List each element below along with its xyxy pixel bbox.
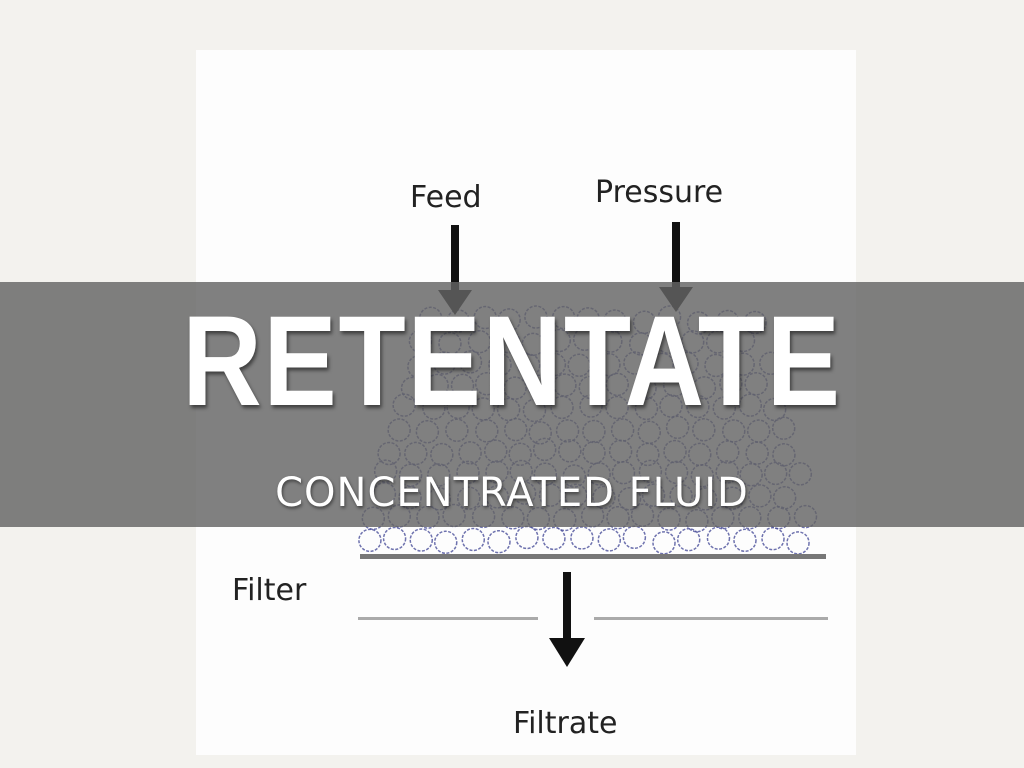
particle	[570, 526, 594, 550]
particle	[382, 526, 407, 551]
particle	[733, 528, 757, 553]
label-filter: Filter	[232, 573, 307, 608]
particle	[409, 528, 434, 552]
particle	[597, 528, 622, 552]
label-pressure: Pressure	[595, 175, 723, 210]
particle	[652, 531, 676, 555]
slide-title: RETENTATE	[182, 290, 842, 433]
particle	[433, 530, 458, 555]
label-filtrate: Filtrate	[513, 706, 617, 741]
particle	[761, 526, 785, 551]
filter-line-left	[358, 617, 538, 620]
particle	[622, 525, 647, 550]
particle	[542, 526, 566, 551]
particle	[706, 526, 731, 550]
title-banner	[0, 282, 1024, 527]
particle	[358, 528, 382, 553]
particle	[786, 531, 810, 555]
particle	[487, 529, 511, 554]
filter-membrane	[360, 554, 826, 559]
filtrate-arrow-icon	[549, 572, 585, 667]
slide-subtitle: CONCENTRATED FLUID	[275, 470, 749, 516]
particle	[461, 527, 486, 552]
filter-line-right	[594, 617, 828, 620]
label-feed: Feed	[410, 180, 482, 215]
particle	[676, 527, 701, 552]
